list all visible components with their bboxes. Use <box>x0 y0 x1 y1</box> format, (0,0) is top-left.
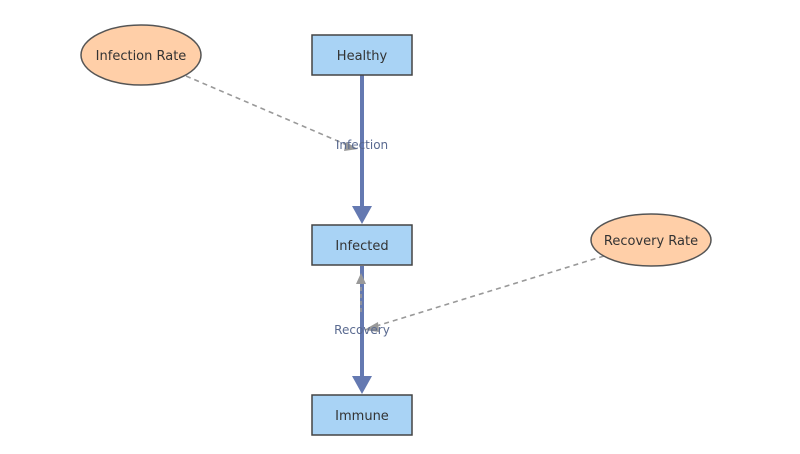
variable-infection-rate-label: Infection Rate <box>96 49 187 64</box>
infection-flow-label[interactable]: Infection <box>336 138 388 152</box>
variable-recovery-rate[interactable]: Recovery Rate <box>590 213 712 267</box>
stock-immune-label: Immune <box>335 409 389 424</box>
stock-immune[interactable]: Immune <box>311 394 413 436</box>
stock-healthy-label: Healthy <box>337 49 388 64</box>
variable-recovery-rate-label: Recovery Rate <box>604 234 698 249</box>
variable-infection-rate[interactable]: Infection Rate <box>80 24 202 86</box>
infection-flow[interactable] <box>352 75 372 224</box>
recovery-flow[interactable] <box>352 266 372 394</box>
stock-healthy[interactable]: Healthy <box>311 34 413 76</box>
infection-rate-link <box>185 75 358 151</box>
stock-infected[interactable]: Infected <box>311 224 413 266</box>
infection-flow-arrowhead <box>352 206 372 224</box>
recovery-rate-link <box>364 255 605 332</box>
recovery-flow-arrowhead <box>352 376 372 394</box>
stock-infected-label: Infected <box>335 239 388 254</box>
recovery-flow-label[interactable]: Recovery <box>334 323 390 337</box>
recovery-feedback-link <box>356 273 366 312</box>
